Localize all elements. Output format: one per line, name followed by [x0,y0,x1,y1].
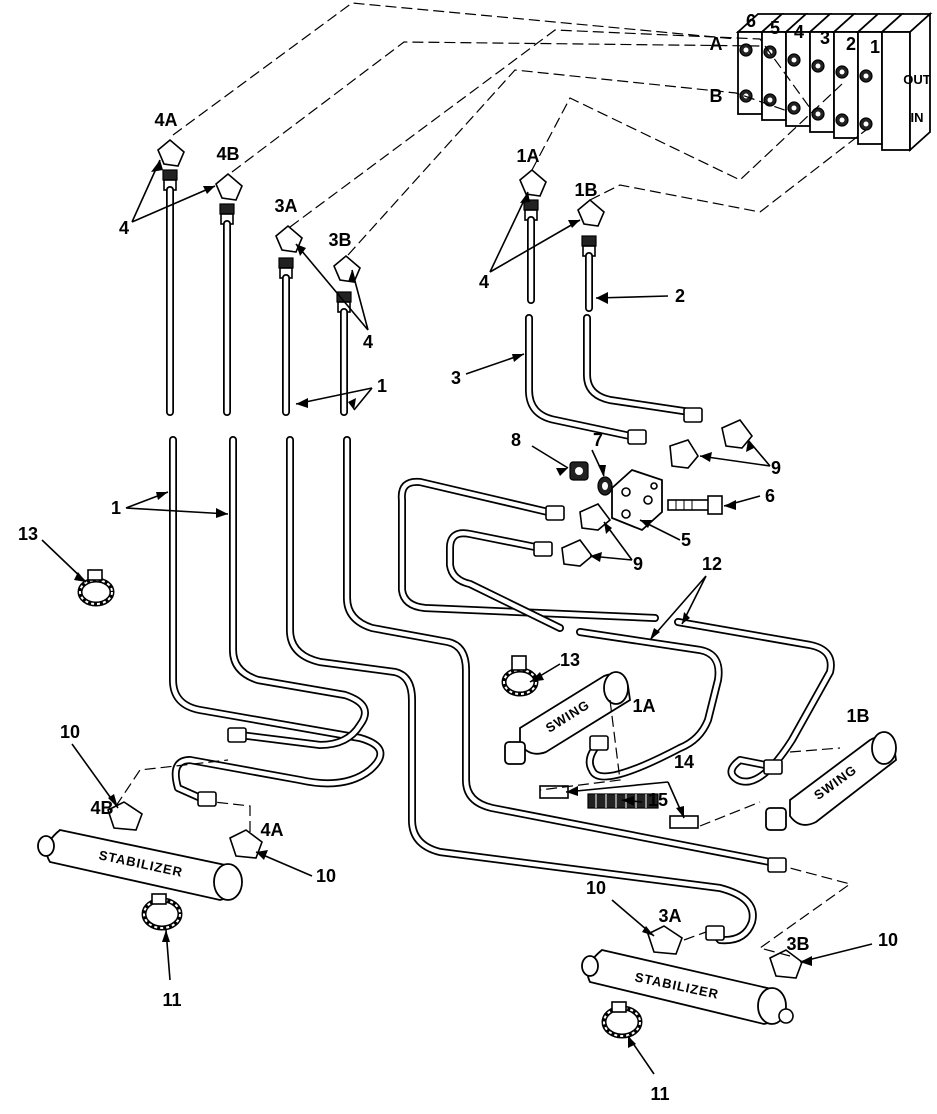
label-1a-top: 1A [516,146,539,166]
callout-13-mid: 13 [560,650,580,670]
callout-4-middle: 4 [363,332,373,352]
callout-7: 7 [593,430,603,450]
clamp-item-11-right [601,1001,643,1039]
callout-10-left2: 10 [316,866,336,886]
callout-9-lower: 9 [633,554,643,574]
valve-port-nuts [739,43,873,131]
elbow-fitting-3a [275,224,303,279]
callout-11-right: 11 [650,1084,669,1104]
bolt-item-6 [667,495,723,515]
long-tubes [169,314,774,945]
callout-6: 6 [765,486,775,506]
valve-section-label-1: 1 [870,37,880,57]
callout-4-left: 4 [119,218,129,238]
callout-3: 3 [451,368,461,388]
label-1b-top: 1B [574,180,597,200]
tee-block [611,468,663,532]
clamp-item-13-mid [501,655,539,697]
valve-connection-dashed-lines [172,2,867,256]
valve-section-label-6: 6 [746,11,756,31]
label-4b-top: 4B [216,144,239,164]
callout-9-upper: 9 [771,458,781,478]
label-1b-swing: 1B [846,706,869,726]
callout-11-left: 11 [162,990,181,1010]
callout-1-lower: 1 [111,498,121,518]
elbow-fitting-10-4a [229,829,263,859]
elbow-fitting-4a [157,138,185,191]
callout-10-right: 10 [586,878,606,898]
valve-port-label-out: OUT [903,72,931,87]
valve-section-label-2: 2 [846,34,856,54]
callout-2: 2 [675,286,685,306]
leader-arrowheads [74,160,812,1048]
callout-14: 14 [674,752,694,772]
tube-nuts [197,407,787,941]
clamp-item-13-left [77,569,115,607]
valve-inlet-outlet-section [879,11,933,153]
valve-section-label-3: 3 [820,28,830,48]
callout-13-left: 13 [18,524,38,544]
valve-row-label-b: B [710,86,723,106]
elbow-fitting-4b [215,172,243,225]
washer-item-7 [597,476,613,496]
callout-15: 15 [648,790,668,810]
swing-cylinder-right: SWING [699,731,897,831]
elbow-fitting-10-3a [647,925,683,955]
elbow-fitting-1b [577,198,605,257]
valve-section-label-4: 4 [794,22,804,42]
callout-1-upper: 1 [377,376,387,396]
swing-cylinder-left: SWING [504,671,631,791]
callout-4-right: 4 [479,272,489,292]
label-3b-top: 3B [328,230,351,250]
upper-tube-assemblies [157,138,605,416]
label-3b-bottom: 3B [786,934,809,954]
valve-row-label-a: A [710,34,723,54]
label-3a-bottom: 3A [658,906,681,926]
callout-10-left: 10 [60,722,80,742]
callout-8: 8 [511,430,521,450]
valve-section-label-5: 5 [770,18,780,38]
stabilizer-cylinder-right: STABILIZER [581,867,852,1025]
elbow-fitting-10-3b [769,949,803,979]
valve-port-label-in: IN [911,110,924,125]
control-valve-bank: 6 5 4 3 2 1 A B OUT IN [710,11,933,153]
stabilizer-cylinder-left: STABILIZER [37,759,263,901]
elbow-fitting-1a [519,168,547,221]
label-3a-top: 3A [274,196,297,216]
clamp-item-11-left [141,893,183,931]
callout-12: 12 [702,554,722,574]
item-callouts: 4 4 4 1 1 2 3 5 6 7 8 9 9 10 10 10 10 11… [18,218,898,1104]
elbow-fitting-10-4b [107,801,143,831]
label-4a-top: 4A [154,110,177,130]
nut-item-8 [569,461,589,481]
fitting-labels: 4A 4B 3A 3B 1A 1B 4B 4A 3A 3B 1A 1B [90,110,869,954]
callout-10-right2: 10 [878,930,898,950]
label-4b-bottom: 4B [90,798,113,818]
fittings-item-9 [561,419,754,567]
label-1a-swing: 1A [632,696,655,716]
tee-block-assembly [197,407,787,941]
callout-5: 5 [681,530,691,550]
label-4a-bottom: 4A [260,820,283,840]
